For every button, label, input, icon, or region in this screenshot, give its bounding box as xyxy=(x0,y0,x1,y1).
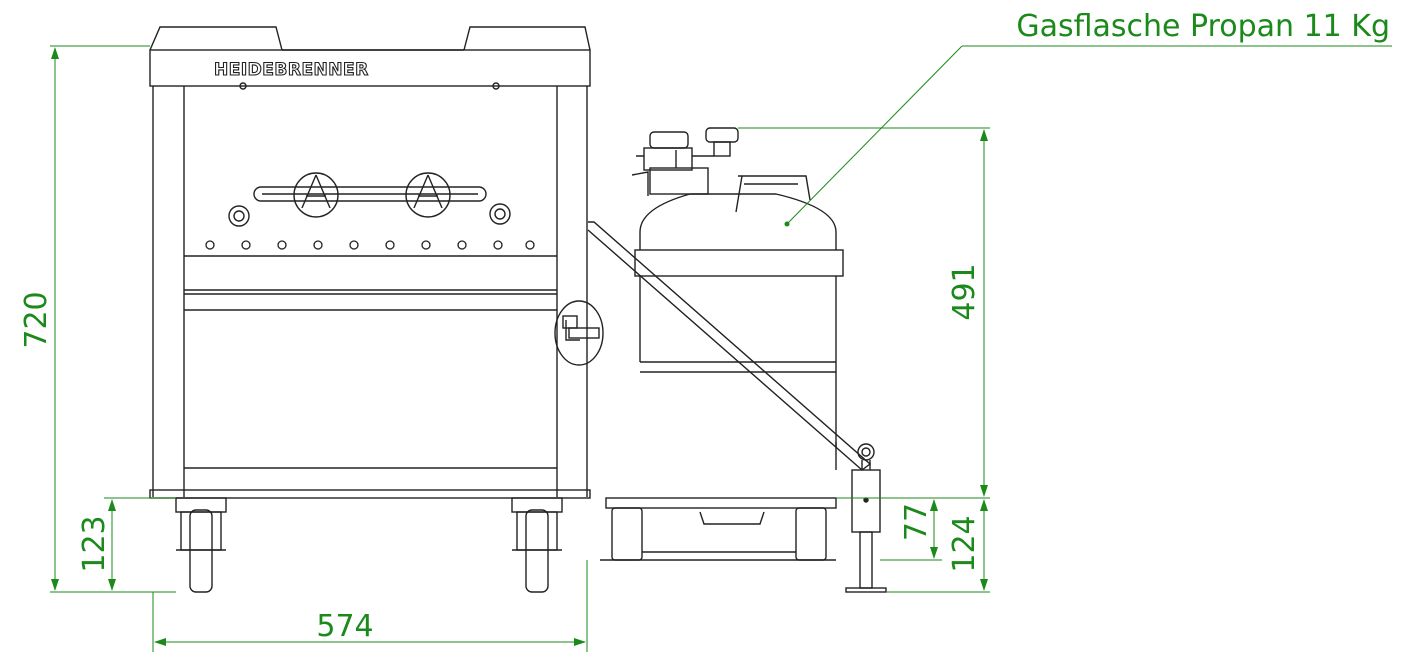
igniter-right-icon xyxy=(489,203,511,225)
cylinder-callout-label: Gasflasche Propan 11 Kg xyxy=(1016,9,1390,44)
caster-left xyxy=(175,497,227,593)
dim-cylinder-height: 491 xyxy=(947,263,982,320)
knob-left xyxy=(293,172,339,218)
dimension-lines xyxy=(50,45,1392,652)
igniter-left-icon xyxy=(228,205,250,227)
control-rail xyxy=(253,186,487,202)
dim-jack-height-b: 124 xyxy=(947,515,982,572)
dim-jack-height-a: 77 xyxy=(899,503,934,541)
cart-base xyxy=(600,497,837,561)
stove-frame xyxy=(149,26,604,499)
dim-caster-height: 123 xyxy=(77,515,112,572)
vent-holes xyxy=(205,240,535,250)
cart-bracket xyxy=(587,221,872,471)
gas-cylinder xyxy=(631,127,844,448)
brand-logo: HEIDEBRENNER xyxy=(214,60,369,80)
caster-right xyxy=(511,497,563,593)
dim-frame-width: 574 xyxy=(316,609,373,644)
knob-right xyxy=(405,172,451,218)
dim-total-height: 720 xyxy=(19,291,54,348)
